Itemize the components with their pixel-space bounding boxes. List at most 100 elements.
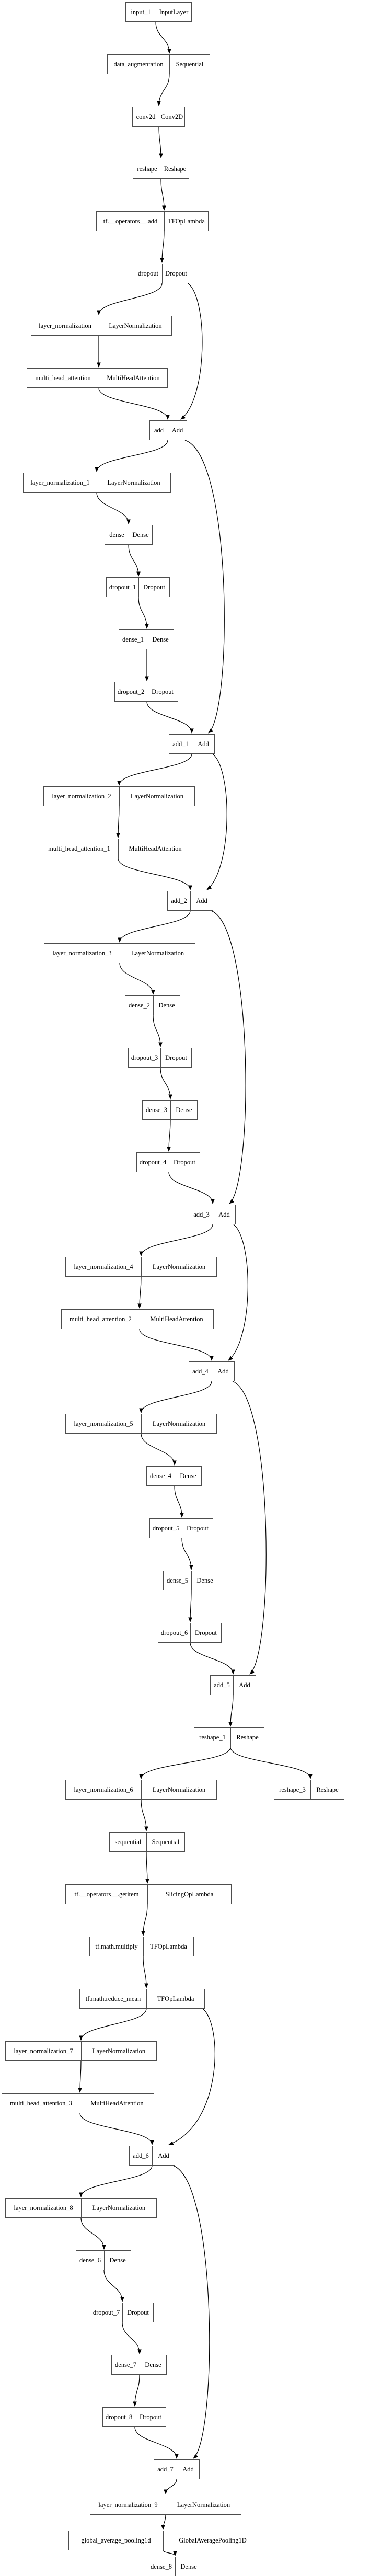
layer-node-name: dense_8 <box>147 2557 176 2576</box>
layer-node-name: conv2d <box>133 107 159 126</box>
edge-add_3-to-layer_normalization_4 <box>139 1224 213 1256</box>
edge-dropout_3-to-dense_3 <box>160 1067 172 1100</box>
layer-node-type: Add <box>158 2151 169 2159</box>
layer-node-type: Conv2D <box>160 112 183 120</box>
layer-node-type: Dropout <box>140 2413 161 2421</box>
layer-node-type: Add <box>196 897 207 905</box>
layer-node-name: dropout_5 <box>150 1519 182 1538</box>
layer-node-name: add <box>150 421 168 440</box>
layer-node-name: dropout <box>134 264 163 283</box>
layer-node-name: add_4 <box>189 1362 212 1381</box>
layer-node-name: dropout_6 <box>158 1623 191 1642</box>
layer-node-type: Dense <box>145 2361 161 2368</box>
layer-node-type: MultiHeadAttention <box>150 1315 203 1323</box>
layer-node-type: Dropout <box>127 2308 149 2316</box>
edge-dropout_1-to-dense_1 <box>138 597 149 629</box>
layer-node-name: layer_normalization_5 <box>66 1414 142 1433</box>
edge-layer_normalization_3-to-dense_2 <box>119 963 155 995</box>
layer-node-name: multi_head_attention <box>27 369 99 387</box>
layer-node-dense_3[interactable]: dense_3 Dense <box>142 1100 198 1120</box>
edge-add_2-to-add_3 <box>211 910 246 1204</box>
layer-node-name: dropout_2 <box>115 682 147 701</box>
layer-node-name: tf.math.multiply <box>90 1937 144 1956</box>
layer-node-name: dense <box>105 525 129 544</box>
layer-node-tf.math.multiply[interactable]: tf.math.multiply TFOpLambda <box>89 1937 194 1956</box>
edge-dropout-to-layer_normalization <box>97 283 163 315</box>
edge-dropout_6-to-add_5 <box>190 1642 235 1675</box>
edge-global_average_pooling1d-to-dense_8 <box>163 2550 177 2556</box>
layer-node-name: dense_3 <box>143 1101 171 1119</box>
edge-multi_head_attention_2-to-add_4 <box>139 1329 214 1361</box>
edge-conv2d-to-reshape <box>158 126 163 158</box>
layer-node-name: reshape <box>133 159 161 178</box>
layer-node-type: Add <box>171 426 183 434</box>
layer-node-name: sequential <box>110 1833 147 1851</box>
layer-node-name: dense_6 <box>76 2251 105 2270</box>
layer-node-name: dense_4 <box>147 1467 175 1485</box>
layer-node-name: reshape_3 <box>274 1780 311 1799</box>
layer-node-name: global_average_pooling1d <box>69 2531 164 2550</box>
layer-node-multi_head_attention[interactable]: multi_head_attention MultiHeadAttention <box>27 368 168 388</box>
edge-layer_normalization_7-to-multi_head_attention_3 <box>78 2060 82 2093</box>
edge-layer_normalization_1-to-dense <box>96 492 131 524</box>
layer-node-type: MultiHeadAttention <box>107 374 160 382</box>
layer-node-name: tf.__operators__.getitem <box>66 1885 148 1904</box>
layer-node-type: Dense <box>176 1106 192 1114</box>
layer-node-type: Dropout <box>195 1629 217 1636</box>
layer-node-type: TFOpLambda <box>150 1942 187 1950</box>
layer-node-type: Dropout <box>165 1054 187 1061</box>
layer-node-name: dense_2 <box>125 996 154 1015</box>
layer-node-type: TFOpLambda <box>157 1995 194 2002</box>
layer-node-dropout_6[interactable]: dropout_6 Dropout <box>158 1623 222 1643</box>
edge-dropout_2-to-add_1 <box>146 701 194 734</box>
